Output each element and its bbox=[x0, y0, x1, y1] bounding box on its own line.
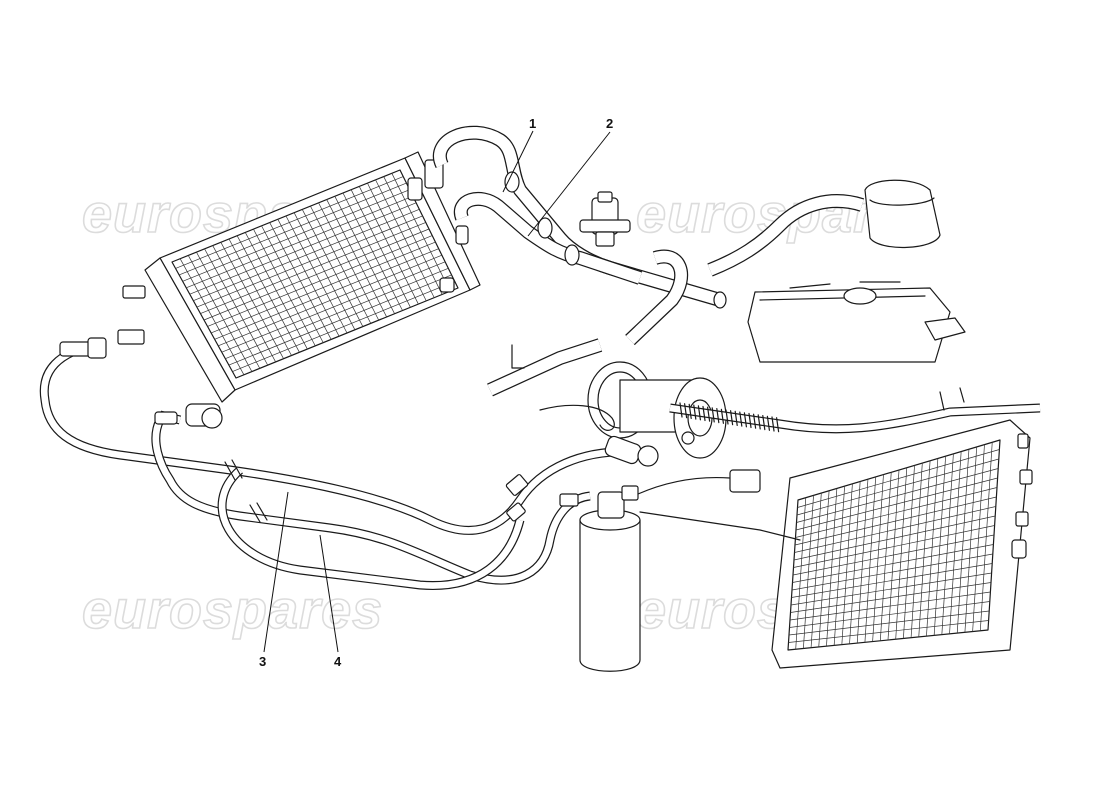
callout-2-label: 2 bbox=[606, 116, 613, 131]
callout-1-leader bbox=[502, 130, 534, 193]
water-valve bbox=[579, 191, 631, 247]
hose-spring-guard bbox=[679, 402, 780, 433]
refrigerant-lines bbox=[39, 337, 659, 591]
callout-2-leader bbox=[527, 131, 611, 237]
condenser-fins bbox=[788, 442, 1000, 650]
callout-3-label: 3 bbox=[259, 654, 266, 669]
evaporator-unit bbox=[117, 151, 481, 429]
callout-group: 1 2 3 4 bbox=[259, 116, 613, 669]
flexible-hose-right bbox=[669, 387, 1041, 434]
receiver-drier bbox=[579, 469, 801, 672]
condenser-unit bbox=[771, 419, 1033, 669]
callout-4-leader bbox=[319, 534, 339, 653]
expansion-tank bbox=[747, 281, 966, 363]
evaporator-fins bbox=[175, 173, 455, 375]
watermark-bottom-left: eurospares bbox=[82, 580, 383, 640]
callout-4-label: 4 bbox=[334, 654, 342, 669]
small-reservoir bbox=[707, 179, 941, 277]
callout-1-label: 1 bbox=[529, 116, 536, 131]
heater-hoses bbox=[432, 125, 727, 397]
callout-3-leader bbox=[263, 491, 289, 653]
